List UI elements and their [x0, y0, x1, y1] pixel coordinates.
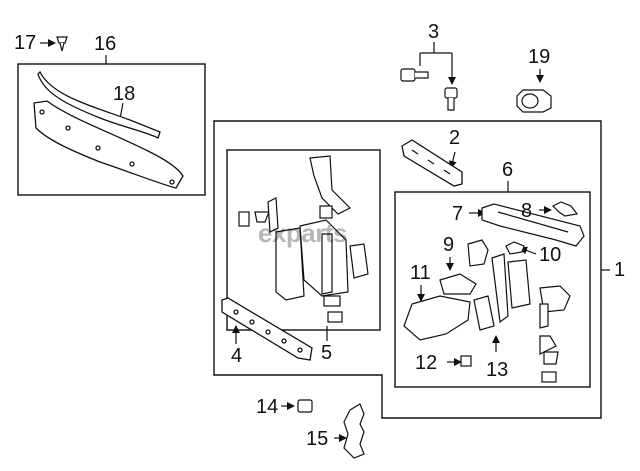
watermark: exparts: [258, 218, 348, 248]
radiator-support-cover-16: [33, 100, 184, 189]
bracket-9-icon: [467, 239, 489, 267]
bracket-8-icon: [551, 201, 579, 217]
callout-12: 12: [415, 352, 438, 374]
callout-19: 19: [528, 46, 551, 68]
assembly-box-16: [17, 63, 206, 196]
callout-14: 14: [256, 396, 279, 418]
radiator-support-side-5: [238, 155, 369, 323]
callout-9: 9: [443, 234, 455, 256]
support-column-13: [473, 253, 571, 383]
callout-4: 4: [231, 345, 243, 367]
bolt-3-icon: [400, 68, 458, 111]
callout-10: 10: [539, 244, 562, 266]
assembly-box-6: [394, 191, 591, 388]
callout-11: 11: [410, 262, 431, 284]
bracket-12-icon: [460, 355, 472, 367]
callout-16: 16: [94, 33, 117, 55]
callout-15: 15: [306, 428, 329, 450]
callout-13: 13: [486, 359, 509, 381]
callout-8: 8: [521, 200, 533, 222]
assembly-box-5: [226, 149, 381, 331]
clip-10-icon: [505, 241, 525, 255]
assembly-frame-1: [213, 120, 602, 419]
callout-17: 17: [14, 32, 37, 54]
upper-tie-bar-7: [481, 203, 585, 247]
pad-14-icon: [297, 399, 313, 413]
callout-7: 7: [452, 203, 464, 225]
side-panel-11: [403, 273, 477, 341]
callout-6: 6: [502, 159, 514, 181]
callout-3: 3: [428, 21, 440, 43]
bracket-15: [343, 403, 365, 459]
sensor-19-icon: [516, 89, 552, 113]
callout-5: 5: [321, 342, 333, 364]
lower-beam-4: [221, 297, 313, 361]
callout-18: 18: [113, 83, 136, 105]
bracket-2: [401, 139, 463, 187]
radiator-support-seal-18: [37, 70, 161, 139]
clip-17-icon: [56, 36, 68, 52]
callout-2: 2: [449, 127, 461, 149]
callout-1: 1: [614, 259, 626, 281]
